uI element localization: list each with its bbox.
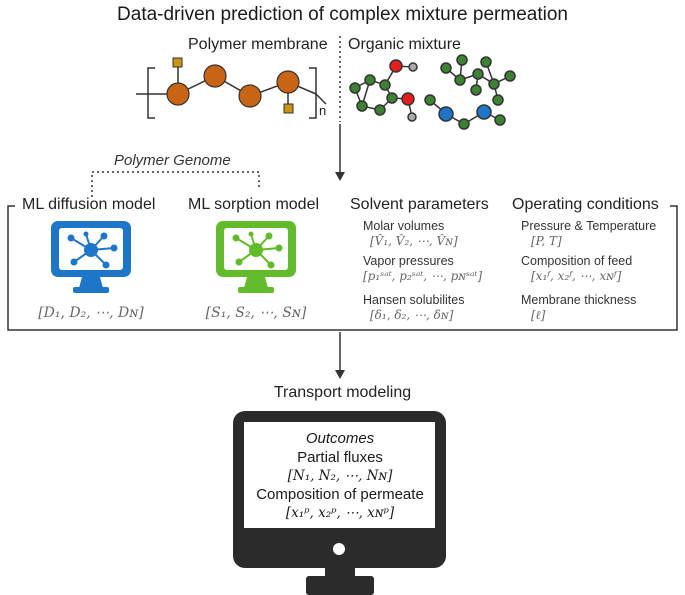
outcomes-monitor-icon (233, 411, 446, 595)
molecule-branched-icon (440, 54, 516, 106)
arrow-head-1 (335, 172, 345, 181)
composition-feed-formula: [x₁ᶠ, x₂ᶠ, ⋯, xɴᶠ] (531, 269, 622, 283)
composition-permeate-label: Composition of permeate (256, 486, 424, 503)
molar-volumes-label: Molar volumes (363, 219, 445, 233)
hansen-formula: [δ₁, δ₂, ⋯, δɴ] (370, 308, 454, 322)
partial-fluxes-label: Partial fluxes (297, 449, 383, 466)
hansen-solubilites-label: Hansen solubilites (363, 293, 465, 307)
inputs-bracket (7, 205, 678, 331)
transport-modeling-label: Transport modeling (273, 384, 412, 401)
pressure-temperature-label: Pressure & Temperature (521, 219, 657, 233)
arrow-head-2 (335, 370, 345, 379)
diffusion-monitor-icon (51, 221, 131, 293)
diffusion-formula: [D₁, D₂, ⋯, Dɴ] (38, 305, 144, 321)
composition-feed-label: Composition of feed (521, 254, 633, 268)
composition-permeate-formula: [x₁ᵖ, x₂ᵖ, ⋯, xɴᵖ] (285, 505, 395, 521)
organic-mixture-label: Organic mixture (348, 36, 461, 53)
sorption-model-label: ML sorption model (188, 196, 320, 213)
membrane-thickness-formula: [ℓ] (531, 308, 546, 322)
polymer-chain-icon (136, 57, 327, 119)
diffusion-model-label: ML diffusion model (22, 196, 156, 213)
polymer-genome-bracket (91, 171, 260, 197)
molecule-ring-icon (349, 59, 418, 122)
solvent-parameters-label: Solvent parameters (350, 196, 489, 213)
outcomes-heading: Outcomes (305, 430, 375, 447)
vapor-pressures-label: Vapor pressures (363, 254, 454, 268)
sorption-formula: [S₁, S₂, ⋯, Sɴ] (205, 305, 307, 321)
diagram-title: Data-driven prediction of complex mixtur… (117, 4, 568, 25)
partial-fluxes-formula: [N₁, N₂, ⋯, Nɴ] (287, 468, 393, 484)
molecule-nitrogen-icon (424, 94, 506, 130)
membrane-thickness-label: Membrane thickness (521, 293, 637, 307)
operating-conditions-label: Operating conditions (512, 196, 659, 213)
polymer-membrane-label: Polymer membrane (188, 36, 328, 53)
repeat-subscript: n (319, 103, 327, 118)
sorption-monitor-icon (216, 221, 296, 293)
pressure-temperature-formula: [P, T] (531, 234, 562, 248)
vapor-pressures-formula: [p₁ˢᵃᵗ, p₂ˢᵃᵗ, ⋯, pɴˢᵃᵗ] (363, 269, 483, 283)
molar-volumes-formula: [V̂₁, V̂₂, ⋯, V̂ɴ] (370, 234, 458, 248)
polymer-genome-label: Polymer Genome (114, 152, 231, 169)
